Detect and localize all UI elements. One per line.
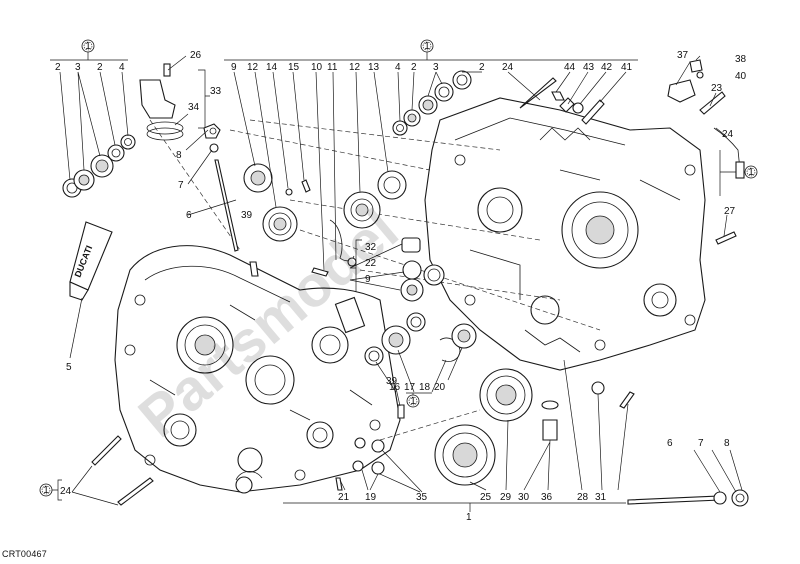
left-crankcase-half: [114, 245, 401, 494]
svg-text:1: 1: [424, 41, 430, 52]
callout-label: 3: [433, 62, 439, 73]
callout-label: 26: [190, 50, 202, 61]
sealant-tube: DUCATI: [69, 221, 113, 301]
callout-label: 4: [395, 62, 401, 73]
callout-label: 38: [735, 54, 747, 65]
stud-and-nut: [203, 123, 239, 252]
bottom-left-bolts: [91, 435, 154, 506]
svg-text:1: 1: [748, 167, 754, 178]
callout-label: 31: [595, 492, 607, 503]
callout-label: 28: [577, 492, 589, 503]
right-top-fasteners: [519, 59, 745, 245]
callout-label: 3: [75, 62, 81, 73]
callout-label: 40: [735, 71, 747, 82]
callout-label: 2: [97, 62, 103, 73]
ref-symbol-right: 1: [744, 165, 758, 179]
callout-label: 39: [241, 210, 253, 221]
callout-label: 33: [210, 86, 222, 97]
callout-label: 7: [178, 180, 184, 191]
shaft-assembly: [627, 489, 749, 507]
callout-label: 23: [711, 83, 723, 94]
callout-label: 32: [365, 242, 377, 253]
callout-label: 2: [55, 62, 61, 73]
callout-label: 18: [419, 382, 431, 393]
callout-numbers: 2 3 2 4 26 33 34 8 7 6 39 5 9 12 14 15 1…: [55, 50, 747, 523]
center-mid-bearings: [364, 237, 477, 366]
svg-text:1: 1: [410, 396, 416, 407]
callout-label: 35: [416, 492, 428, 503]
callout-label: 24: [60, 486, 72, 497]
left-case-bearings: [243, 163, 311, 277]
svg-text:1: 1: [43, 485, 49, 496]
crank-bearings: [434, 368, 533, 486]
callout-label: 10: [311, 62, 323, 73]
callout-label: 24: [502, 62, 514, 73]
callout-label: 12: [349, 62, 361, 73]
callout-label: 44: [564, 62, 576, 73]
callout-label: 37: [677, 50, 689, 61]
callout-label: 42: [601, 62, 613, 73]
callout-label: 43: [583, 62, 595, 73]
callout-label: 41: [621, 62, 633, 73]
callout-label: 12: [247, 62, 259, 73]
callout-label: 9: [365, 274, 371, 285]
svg-text:1: 1: [85, 41, 91, 52]
callout-label: 9: [231, 62, 237, 73]
callout-label: 30: [518, 492, 530, 503]
callout-label: 11: [327, 62, 338, 73]
callout-label: 7: [698, 438, 704, 449]
callout-label: 8: [176, 150, 182, 161]
callout-label: 21: [338, 492, 350, 503]
callout-label: 34: [188, 102, 200, 113]
ref-symbol-top-center: 1: [420, 39, 434, 53]
callout-label: 25: [480, 492, 492, 503]
callout-label: 27: [724, 206, 736, 217]
callout-label: 6: [667, 438, 673, 449]
right-crankcase-half: [424, 97, 706, 371]
callout-label: 8: [724, 438, 730, 449]
callout-label: 1: [466, 512, 472, 523]
callout-label: 4: [119, 62, 125, 73]
center-top-bearings: [343, 70, 472, 229]
callout-label: 19: [365, 492, 377, 503]
callout-label: 36: [541, 492, 553, 503]
callout-label: 15: [288, 62, 300, 73]
left-bearing-stack: [62, 134, 136, 198]
callout-label: 16: [389, 382, 401, 393]
ref-symbol-mid: 1: [406, 394, 420, 408]
pickup-sensor: [139, 63, 184, 141]
alignment-lines: [149, 119, 601, 441]
clip-and-pin: [311, 219, 357, 277]
callout-label: 2: [479, 62, 485, 73]
callout-label: 13: [368, 62, 380, 73]
callout-label: 6: [186, 210, 192, 221]
diagram-code: CRT00467: [2, 549, 47, 559]
callout-label: 29: [500, 492, 512, 503]
ref-symbol-top-left: 1: [81, 39, 95, 53]
callout-label: 20: [434, 382, 446, 393]
ref-symbol-bottom-left: 1: [39, 483, 53, 497]
callout-label: 24: [722, 129, 734, 140]
callout-label: 22: [365, 258, 377, 269]
leader-lines: [59, 55, 743, 506]
callout-label: 2: [411, 62, 417, 73]
callout-label: 39: [386, 376, 398, 387]
callout-label: 14: [266, 62, 278, 73]
callout-label: 17: [404, 382, 416, 393]
callout-label: 5: [66, 362, 72, 373]
